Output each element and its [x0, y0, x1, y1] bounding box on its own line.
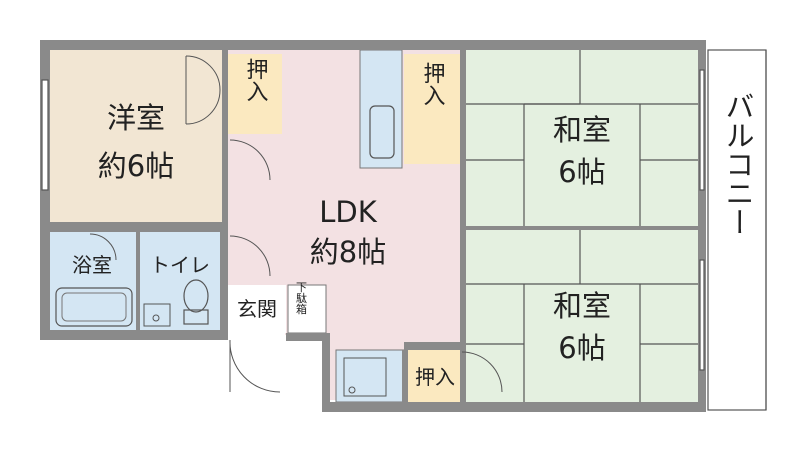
doors: [89, 55, 503, 393]
entrance-area: [228, 285, 286, 333]
western-room-name: 洋室: [107, 101, 165, 135]
western-room: [50, 50, 222, 226]
closet-1: [228, 54, 282, 134]
toilet-label: トイレ: [150, 253, 210, 277]
tatami-lines-lower: [464, 230, 698, 402]
balcony: [707, 49, 767, 411]
japanese-room-upper: [464, 50, 698, 226]
laundry-pan: [335, 349, 405, 403]
shoe-box-label: 下駄箱: [295, 282, 308, 316]
bath-label: 浴室: [72, 253, 112, 277]
sink: [369, 105, 395, 159]
windows: [41, 69, 705, 371]
japanese-room-lower: [464, 230, 698, 402]
closet-2-label: 押入: [420, 62, 446, 106]
japanese-upper-size: 6帖: [558, 155, 605, 189]
closet-2: [404, 54, 460, 164]
japanese-lower-name: 和室: [553, 289, 611, 323]
toilet-room: [140, 232, 220, 330]
ldk-size: 約8帖: [310, 235, 386, 269]
bathtub: [55, 287, 133, 327]
bath-room: [50, 232, 138, 330]
toilet-bowl: [183, 279, 209, 313]
closet-3: [408, 350, 462, 402]
tatami-lines-upper: [464, 50, 698, 226]
western-room-size: 約6帖: [98, 149, 174, 183]
balcony-label: バルコニー: [721, 92, 755, 237]
ldk-name: LDK: [319, 195, 377, 229]
japanese-lower-size: 6帖: [558, 331, 605, 365]
closet-3-label: 押入: [415, 365, 455, 389]
closet-1-label: 押入: [243, 58, 269, 102]
japanese-upper-name: 和室: [553, 113, 611, 147]
entrance-label: 玄関: [237, 297, 277, 321]
kitchen-counter: [359, 49, 403, 169]
